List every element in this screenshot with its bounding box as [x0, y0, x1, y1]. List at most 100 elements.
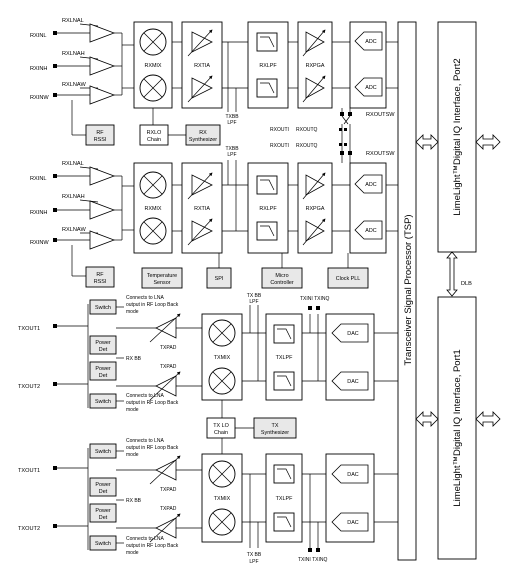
dac-2b-label: DAC: [347, 520, 358, 526]
pdet-2b-line1: Power: [95, 508, 110, 514]
rxoutsw-2-label: RXOUTSW: [366, 151, 395, 157]
rxlnaw-label: RXLNAW: [62, 82, 86, 88]
control-blocks: Temperature Sensor SPI Micro Controller …: [141, 253, 369, 289]
connects-1a-l1: Connects to LNA: [126, 295, 164, 301]
switch-1b-label: Switch: [95, 399, 111, 405]
rxlnah-label: RXLNAH: [62, 51, 85, 57]
dac-2a-label: DAC: [347, 472, 358, 478]
rxtia-2: [181, 162, 223, 254]
txmix-2-label: TXMIX: [214, 496, 231, 502]
rxpga-2: [297, 162, 333, 254]
rxlpf-1-label: RXLPF: [259, 63, 277, 69]
rxoutsw-1-label: RXOUTSW: [366, 112, 395, 118]
rxinh-label: RXINH: [30, 66, 47, 72]
rxoutq-label-1: RXOUTQ: [296, 127, 318, 133]
dac-1b-label: DAC: [347, 379, 358, 385]
txpad-1a-label: TXPAD: [160, 345, 177, 351]
tsp-and-ports: Transceiver Signal Processor (TSP) LimeL…: [397, 21, 501, 561]
rx-chain-2: RXINL RXINH RXINW RXLNAL RXLNAH RXLNAW R…: [30, 124, 398, 288]
micro-line2: Controller: [270, 280, 294, 286]
spi-label: SPI: [215, 276, 224, 282]
rxpga-1-label: RXPGA: [306, 63, 325, 69]
rx1-lpf-label: LPF: [227, 120, 236, 126]
rxlo-1-line1: RXLO: [147, 130, 162, 136]
connects-2a-l2: output in RF Loop Back: [126, 445, 179, 451]
txinq-2-label: TXINI TXINQ: [298, 557, 327, 563]
connects-1b-l2: output in RF Loop Back: [126, 400, 179, 406]
tx1-txbb-label: TX BB: [247, 293, 262, 299]
temp-sensor-line1: Temperature: [147, 273, 177, 279]
port2-label: LimeLight™Digital IQ Interface, Port2: [452, 58, 463, 215]
adc-1b-label: ADC: [365, 85, 376, 91]
txout1-label: TXOUT1: [18, 326, 40, 332]
tsp-block: [397, 21, 417, 561]
switch-2a-label: Switch: [95, 449, 111, 455]
rxoutq-label-2: RXOUTQ: [296, 143, 318, 149]
txout2-2-label: TXOUT2: [18, 526, 40, 532]
txinq-1-label: TXINI TXINQ: [300, 296, 329, 302]
rxinw-2-label: RXINW: [30, 240, 49, 246]
pdet-2b-line2: Det: [99, 515, 108, 521]
rxpga-1: [297, 21, 333, 109]
rxtia-1-label: RXTIA: [194, 63, 210, 69]
txout1-2-label: TXOUT1: [18, 468, 40, 474]
txout2-label: TXOUT2: [18, 384, 40, 390]
lna-w-amplifier: [89, 85, 116, 105]
connects-1b-l1: Connects to LNA: [126, 393, 164, 399]
pdet-1a-line2: Det: [99, 347, 108, 353]
rx2-lpf-label: LPF: [227, 152, 236, 158]
rf-rssi-1: [85, 124, 115, 146]
connects-1a-l3: mode: [126, 309, 139, 315]
dac-1a-label: DAC: [347, 331, 358, 337]
rxlnal-label: RXLNAL: [62, 18, 84, 24]
rf-rssi-2-line2: RSSI: [94, 279, 107, 285]
rxinw-pin: [53, 93, 57, 97]
rxouti-label-2: RXOUTI: [270, 143, 289, 149]
pdet-1b-line1: Power: [95, 366, 110, 372]
pdet-2a-line2: Det: [99, 489, 108, 495]
rxlnaw-2-label: RXLNAW: [62, 227, 86, 233]
rf-rssi-1-line2: RSSI: [94, 137, 107, 143]
txlo-line2: Chain: [214, 430, 228, 436]
dlb-label: DLB: [461, 281, 472, 287]
txlpf-1-label: TXLPF: [276, 355, 293, 361]
tx2-txbb-label: TX BB: [247, 552, 262, 558]
rx-synth-line1: RX: [199, 130, 207, 136]
rxbb-1-label: RX BB: [126, 356, 142, 362]
rf-rssi-1-line1: RF: [96, 130, 104, 136]
temp-sensor-line2: Sensor: [153, 280, 170, 286]
tsp-port1-arrow: [415, 411, 439, 427]
rxtia-2-label: RXTIA: [194, 206, 210, 212]
txpad-2b-label: TXPAD: [160, 506, 177, 512]
tx1-lpf-label: LPF: [249, 299, 258, 305]
power-det-1a: [89, 335, 117, 355]
connects-2b-l3: mode: [126, 550, 139, 556]
port2-external-arrow: [475, 134, 501, 150]
rxbb-2-label: RX BB: [126, 498, 142, 504]
connects-2a-l3: mode: [126, 452, 139, 458]
txlpf-2-label: TXLPF: [276, 496, 293, 502]
rx1-txbb-label: TXBB: [225, 114, 239, 120]
rxinl-label: RXINL: [30, 33, 46, 39]
lna-h-amplifier: [89, 56, 116, 76]
connects-2b-l1: Connects to LNA: [126, 536, 164, 542]
port1-external-arrow: [475, 411, 501, 427]
pdet-1b-line2: Det: [99, 373, 108, 379]
rxinl-2-label: RXINL: [30, 176, 46, 182]
pdet-1a-line1: Power: [95, 340, 110, 346]
adc-2b-label: ADC: [365, 228, 376, 234]
connects-1a-l2: output in RF Loop Back: [126, 302, 179, 308]
rxinw-label: RXINW: [30, 95, 49, 101]
rx-synthesizer: [185, 124, 221, 146]
tx-chain-2: TXOUT1 TXOUT2 Switch Power Det Power Det…: [18, 438, 398, 565]
connects-2a-l1: Connects to LNA: [126, 438, 164, 444]
tx-chain-1: TXOUT1 TXOUT2 Switch Power Det Power Det…: [18, 293, 398, 454]
rxlnah-2-label: RXLNAH: [62, 194, 85, 200]
txpad-2a-label: TXPAD: [160, 487, 177, 493]
rf-rssi-2: [85, 266, 115, 288]
limelight-port2: [437, 21, 477, 253]
power-det-1b: [89, 361, 117, 381]
switch-1a-label: Switch: [95, 305, 111, 311]
tsp-port2-arrow: [415, 134, 439, 150]
